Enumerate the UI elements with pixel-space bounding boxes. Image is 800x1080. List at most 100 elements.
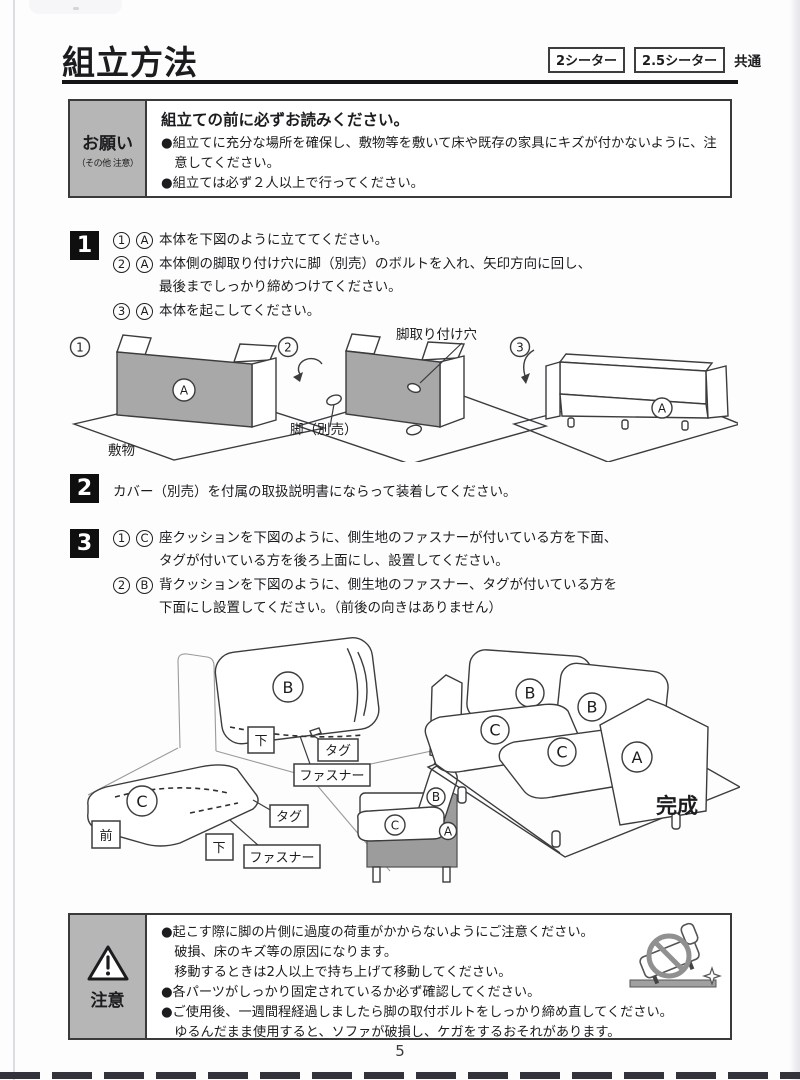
step-text: 本体を起こしてください。 <box>159 302 321 319</box>
caution-box: 注意 ●起こす際に脚の片側に過度の荷重がかからないようにご注意ください。 破損、… <box>68 913 732 1040</box>
page-number: 5 <box>395 1042 405 1060</box>
page-title: 組立方法 <box>62 43 198 82</box>
right-edge-shade <box>789 0 800 1080</box>
panel-2-number: 2 <box>284 341 292 355</box>
tilt-arrow-icon <box>522 349 535 377</box>
cushion-placement-diagram: B 下 タグ ファスナー C 前 タグ 下 ファスナー B <box>87 637 740 883</box>
panel-1-number: 1 <box>76 341 84 355</box>
step-2-text: カバー（別売）を付属の取扱説明書にならって装着してください。 <box>113 484 517 500</box>
svg-text:タグ: タグ <box>325 744 351 759</box>
request-box: お願い （その他 注意） 組立ての前に必ずお読みください。 ●組立てに充分な場所… <box>68 99 732 198</box>
svg-text:前: 前 <box>99 828 112 844</box>
label-box-tag <box>269 804 309 828</box>
svg-text:下: 下 <box>254 734 267 749</box>
step-3-badge: 3 <box>70 529 99 558</box>
left-edge-line <box>13 0 15 1080</box>
circled-number-icon: 3 <box>113 302 130 320</box>
panel-1-sofa-upside-down: 1 A 敷物 <box>69 334 327 461</box>
step-3-item-1: 1 C 座クッションを下図のように、側生地のファスナーが付いている方を下面、タグ… <box>113 527 733 573</box>
step-text: 背クッションを下図のように、側生地のファスナー、タグが付いている方を下面にし設置… <box>159 576 618 616</box>
step-1-item-2: 2 A 本体側の脚取り付け穴に脚（別売）のボルトを入れ、矢印方向に回し、最後まで… <box>113 253 713 299</box>
svg-text:ファスナー: ファスナー <box>249 851 314 866</box>
caution-line: ●起こす際に脚の片側に過度の荷重がかからないようにご注意ください。 <box>161 925 594 940</box>
svg-text:タグ: タグ <box>276 810 302 825</box>
request-bullet-1: ●組立てに充分な場所を確保し、敷物等を敷いて床や既存の家具にキズが付かないように… <box>161 136 717 172</box>
label-box-fastener <box>293 763 371 787</box>
request-side-label: お願い <box>82 133 133 154</box>
step-1-item-3: 3 A 本体を起こしてください。 <box>113 300 713 323</box>
panel-3-number: 3 <box>516 341 524 355</box>
seat-type-tags: 2シーター 2.5シーター 共通 <box>548 47 761 73</box>
assembly-diagram-1: 1 A 敷物 2 脚取り付け穴 脚（別売） 3 <box>69 327 738 462</box>
complete-label: 完成 <box>656 794 698 818</box>
part-a-marker: A <box>658 402 667 416</box>
step-2-badge: 2 <box>70 474 99 503</box>
impact-star-icon <box>702 966 722 986</box>
step-text: 本体を下図のように立ててください。 <box>159 232 389 248</box>
step-3-item-2: 2 B 背クッションを下図のように、側生地のファスナー、タグが付いている方を下面… <box>113 574 733 620</box>
caution-body: ●起こす際に脚の片側に過度の荷重がかからないようにご注意ください。 破損、床のキ… <box>147 915 730 1040</box>
request-side-cell: お願い （その他 注意） <box>70 101 147 196</box>
caution-side-cell: 注意 <box>70 915 147 1038</box>
title-underline <box>62 80 738 84</box>
part-c-marker: C <box>136 792 147 811</box>
circled-number-icon: 1 <box>113 232 130 249</box>
request-side-sublabel: （その他 注意） <box>76 158 139 169</box>
circled-number-icon: 1 <box>113 530 130 547</box>
part-c-marker: C <box>391 819 399 833</box>
caution-side-label: 注意 <box>90 990 125 1011</box>
circled-number-icon: 2 <box>113 576 130 594</box>
label-box-fastener <box>243 844 321 869</box>
mat-label: 敷物 <box>108 443 135 459</box>
seat-tag-2seater: 2シーター <box>548 47 626 73</box>
common-tag: 共通 <box>734 54 762 70</box>
label-box-tag <box>317 738 359 762</box>
completed-sofa-illustration: B B C C A 完成 <box>424 649 740 858</box>
circled-number-icon: 2 <box>113 255 130 273</box>
label-box-down <box>247 726 275 754</box>
circled-part-a-icon: A <box>136 302 153 320</box>
leg-part <box>326 394 342 406</box>
warning-triangle-icon <box>87 945 128 980</box>
circled-part-a-icon: A <box>136 232 153 249</box>
side-view-sofa-illustration: B C A <box>357 764 458 883</box>
part-b-marker: B <box>283 678 294 697</box>
hole-label: 脚取り付け穴 <box>396 327 477 343</box>
tab-notch <box>73 7 79 10</box>
step-1-badge: 1 <box>70 231 99 260</box>
circled-part-c-icon: C <box>136 530 153 547</box>
part-b-marker: B <box>587 698 598 717</box>
caution-line: ●各パーツがしっかり固定されているか必ず確認してください。 <box>161 985 541 1001</box>
request-bullet-2: ●組立ては必ず２人以上で行ってください。 <box>161 176 424 192</box>
leg-label: 脚（別売） <box>290 422 358 438</box>
leg-part <box>405 424 423 436</box>
step-1-item-1: 1 A 本体を下図のように立ててください。 <box>113 229 713 252</box>
caution-line: 移動するときは2人以上で持ち上げて移動してください。 <box>174 965 512 981</box>
svg-text:ファスナー: ファスナー <box>299 769 364 784</box>
caution-line: ●ご使用後、一週間程経過しましたら脚の取付ボルトをしっかり締め直してください。 <box>161 1005 673 1021</box>
step-text: 座クッションを下図のように、側生地のファスナーが付いている方を下面、タグが付いて… <box>159 530 618 569</box>
step-3-items: 1 C 座クッションを下図のように、側生地のファスナーが付いている方を下面、タグ… <box>113 527 733 621</box>
tag-mark <box>309 727 322 737</box>
part-a-marker: A <box>180 384 189 398</box>
panel-2-attach-legs: 2 脚取り付け穴 脚（別売） <box>277 327 549 462</box>
request-body: 組立ての前に必ずお読みください。 ●組立てに充分な場所を確保し、敷物等を敷いて床… <box>147 101 730 196</box>
step-text: 本体側の脚取り付け穴に脚（別売）のボルトを入れ、矢印方向に回し、最後までしっかり… <box>159 255 592 295</box>
part-b-marker: B <box>525 684 536 703</box>
request-heading: 組立ての前に必ずお読みください。 <box>161 111 410 129</box>
step-1-items: 1 A 本体を下図のように立ててください。 2 A 本体側の脚取り付け穴に脚（別… <box>113 229 713 324</box>
c-cushion-illustration: C 前 タグ 下 ファスナー <box>87 764 321 869</box>
viewer-top-tab <box>29 0 122 14</box>
circled-part-b-icon: B <box>136 576 153 594</box>
part-c-marker: C <box>489 721 500 740</box>
no-tilt-illustration <box>629 922 722 988</box>
caution-line: ゆるんだまま使用すると、ソファが破損し、ケガをするおそれがあります。 <box>174 1025 621 1041</box>
circled-part-a-icon: A <box>136 255 153 273</box>
panel-3-sofa-upright: 3 A <box>509 336 738 462</box>
b-cushion-illustration: B 下 タグ ファスナー <box>214 637 380 787</box>
caution-line: 破損、床のキズ等の原因になります。 <box>174 945 398 961</box>
seat-tag-2-5seater: 2.5シーター <box>634 47 726 73</box>
rotation-arrow-icon <box>297 357 323 375</box>
label-box-front <box>91 820 121 849</box>
part-c-marker: C <box>556 743 567 762</box>
